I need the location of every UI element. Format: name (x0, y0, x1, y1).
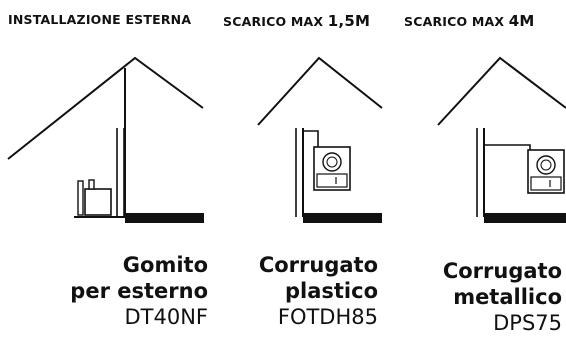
product-code: DT40NF (124, 305, 208, 329)
product-caption: Corrugato plastico FOTDH85 (259, 252, 378, 330)
dryer-door-inner (540, 159, 552, 171)
dryer-panel (316, 173, 348, 188)
product-code: DPS75 (493, 311, 562, 335)
heading-prefix: SCARICO MAX (223, 14, 324, 29)
heading-prefix: SCARICO MAX (404, 14, 505, 29)
dryer-door-inner (326, 156, 338, 168)
roof-line (437, 56, 566, 126)
product-name-line1: Corrugato (442, 259, 562, 283)
house-plastic-diagram (257, 56, 383, 223)
roof-line (7, 56, 204, 160)
unit-stand (77, 180, 84, 216)
dryer-door (536, 155, 556, 175)
panel-heading: SCARICO MAX 1,5M (223, 12, 370, 30)
roof-line (257, 56, 383, 126)
panel-external-install: INSTALLAZIONE ESTERNA Gomito per esterno… (0, 0, 210, 338)
product-caption: Corrugato metallico DPS75 (443, 258, 562, 336)
product-code: FOTDH85 (277, 305, 378, 329)
floor-slab (484, 213, 566, 223)
product-name-line2: plastico (284, 279, 378, 303)
panel-metal-duct: SCARICO MAX 4M Corrugato metallico DPS75 (388, 0, 566, 338)
product-name-line2: per esterno (70, 279, 208, 303)
heading-text: INSTALLAZIONE ESTERNA (8, 12, 192, 27)
external-unit (84, 188, 112, 216)
panel-heading: SCARICO MAX 4M (404, 12, 535, 30)
panel-plastic-duct: SCARICO MAX 1,5M Corrugato plastico FOTD… (210, 0, 388, 338)
house-external-diagram (7, 56, 204, 223)
floor-slab (125, 213, 204, 223)
duct-bend (303, 130, 319, 147)
product-name-line2: metallico (453, 285, 562, 309)
heading-value: 4M (508, 12, 535, 30)
duct-bend (484, 144, 531, 150)
panel-heading: INSTALLAZIONE ESTERNA (8, 12, 191, 27)
product-name-line1: Corrugato (258, 253, 378, 277)
product-caption: Gomito per esterno DT40NF (70, 252, 208, 330)
dryer-panel (530, 176, 562, 191)
floor-slab (303, 213, 382, 223)
product-name-line1: Gomito (122, 253, 208, 277)
heading-value: 1,5M (327, 12, 371, 30)
unit-vent (88, 179, 95, 190)
dryer-door (322, 152, 342, 172)
house-metal-diagram (437, 56, 566, 223)
